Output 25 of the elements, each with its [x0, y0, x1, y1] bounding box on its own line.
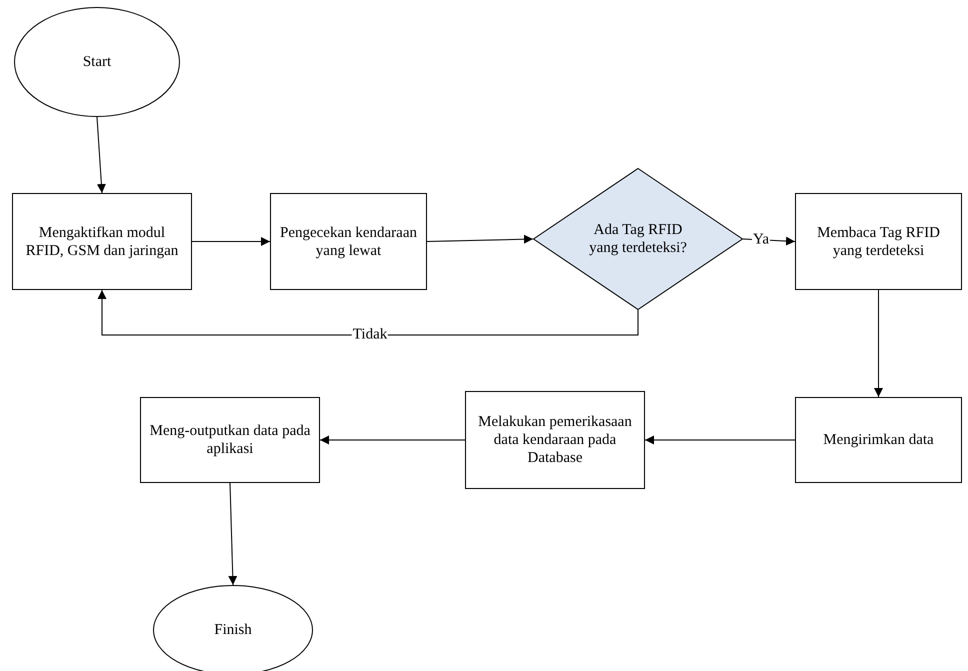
step-text: Pengecekan kendaraan yang lewat	[278, 224, 418, 260]
process-box	[795, 193, 962, 290]
terminator-ellipse	[14, 7, 180, 117]
terminator-label: Finish	[214, 621, 252, 639]
step-text: Mengirimkan data	[823, 431, 934, 449]
process-box	[270, 193, 427, 290]
step-text: Meng-outputkan data pada aplikasi	[148, 422, 312, 458]
arrow	[98, 290, 638, 336]
decision-diamond	[533, 168, 743, 310]
step-text: Mengaktifkan modul RFID, GSM dan jaringan	[24, 224, 180, 260]
step-text: Ada Tag RFID yang terdeteksi?	[588, 221, 688, 257]
arrow	[644, 436, 796, 444]
terminator-label: Start	[82, 53, 112, 71]
step-text: Melakukan pemerikasaan data kendaraan pada Database	[477, 413, 633, 467]
process-box	[795, 397, 962, 483]
arrow	[96, 116, 106, 194]
arrow	[320, 436, 466, 444]
process-box	[12, 193, 192, 290]
process-box	[465, 391, 645, 489]
step-text: Membaca Tag RFID yang terdeteksi	[816, 224, 941, 260]
arrow	[192, 237, 270, 246]
arrow	[874, 290, 883, 398]
process-box	[140, 397, 320, 483]
arrow	[426, 234, 534, 244]
arrow	[228, 482, 238, 586]
